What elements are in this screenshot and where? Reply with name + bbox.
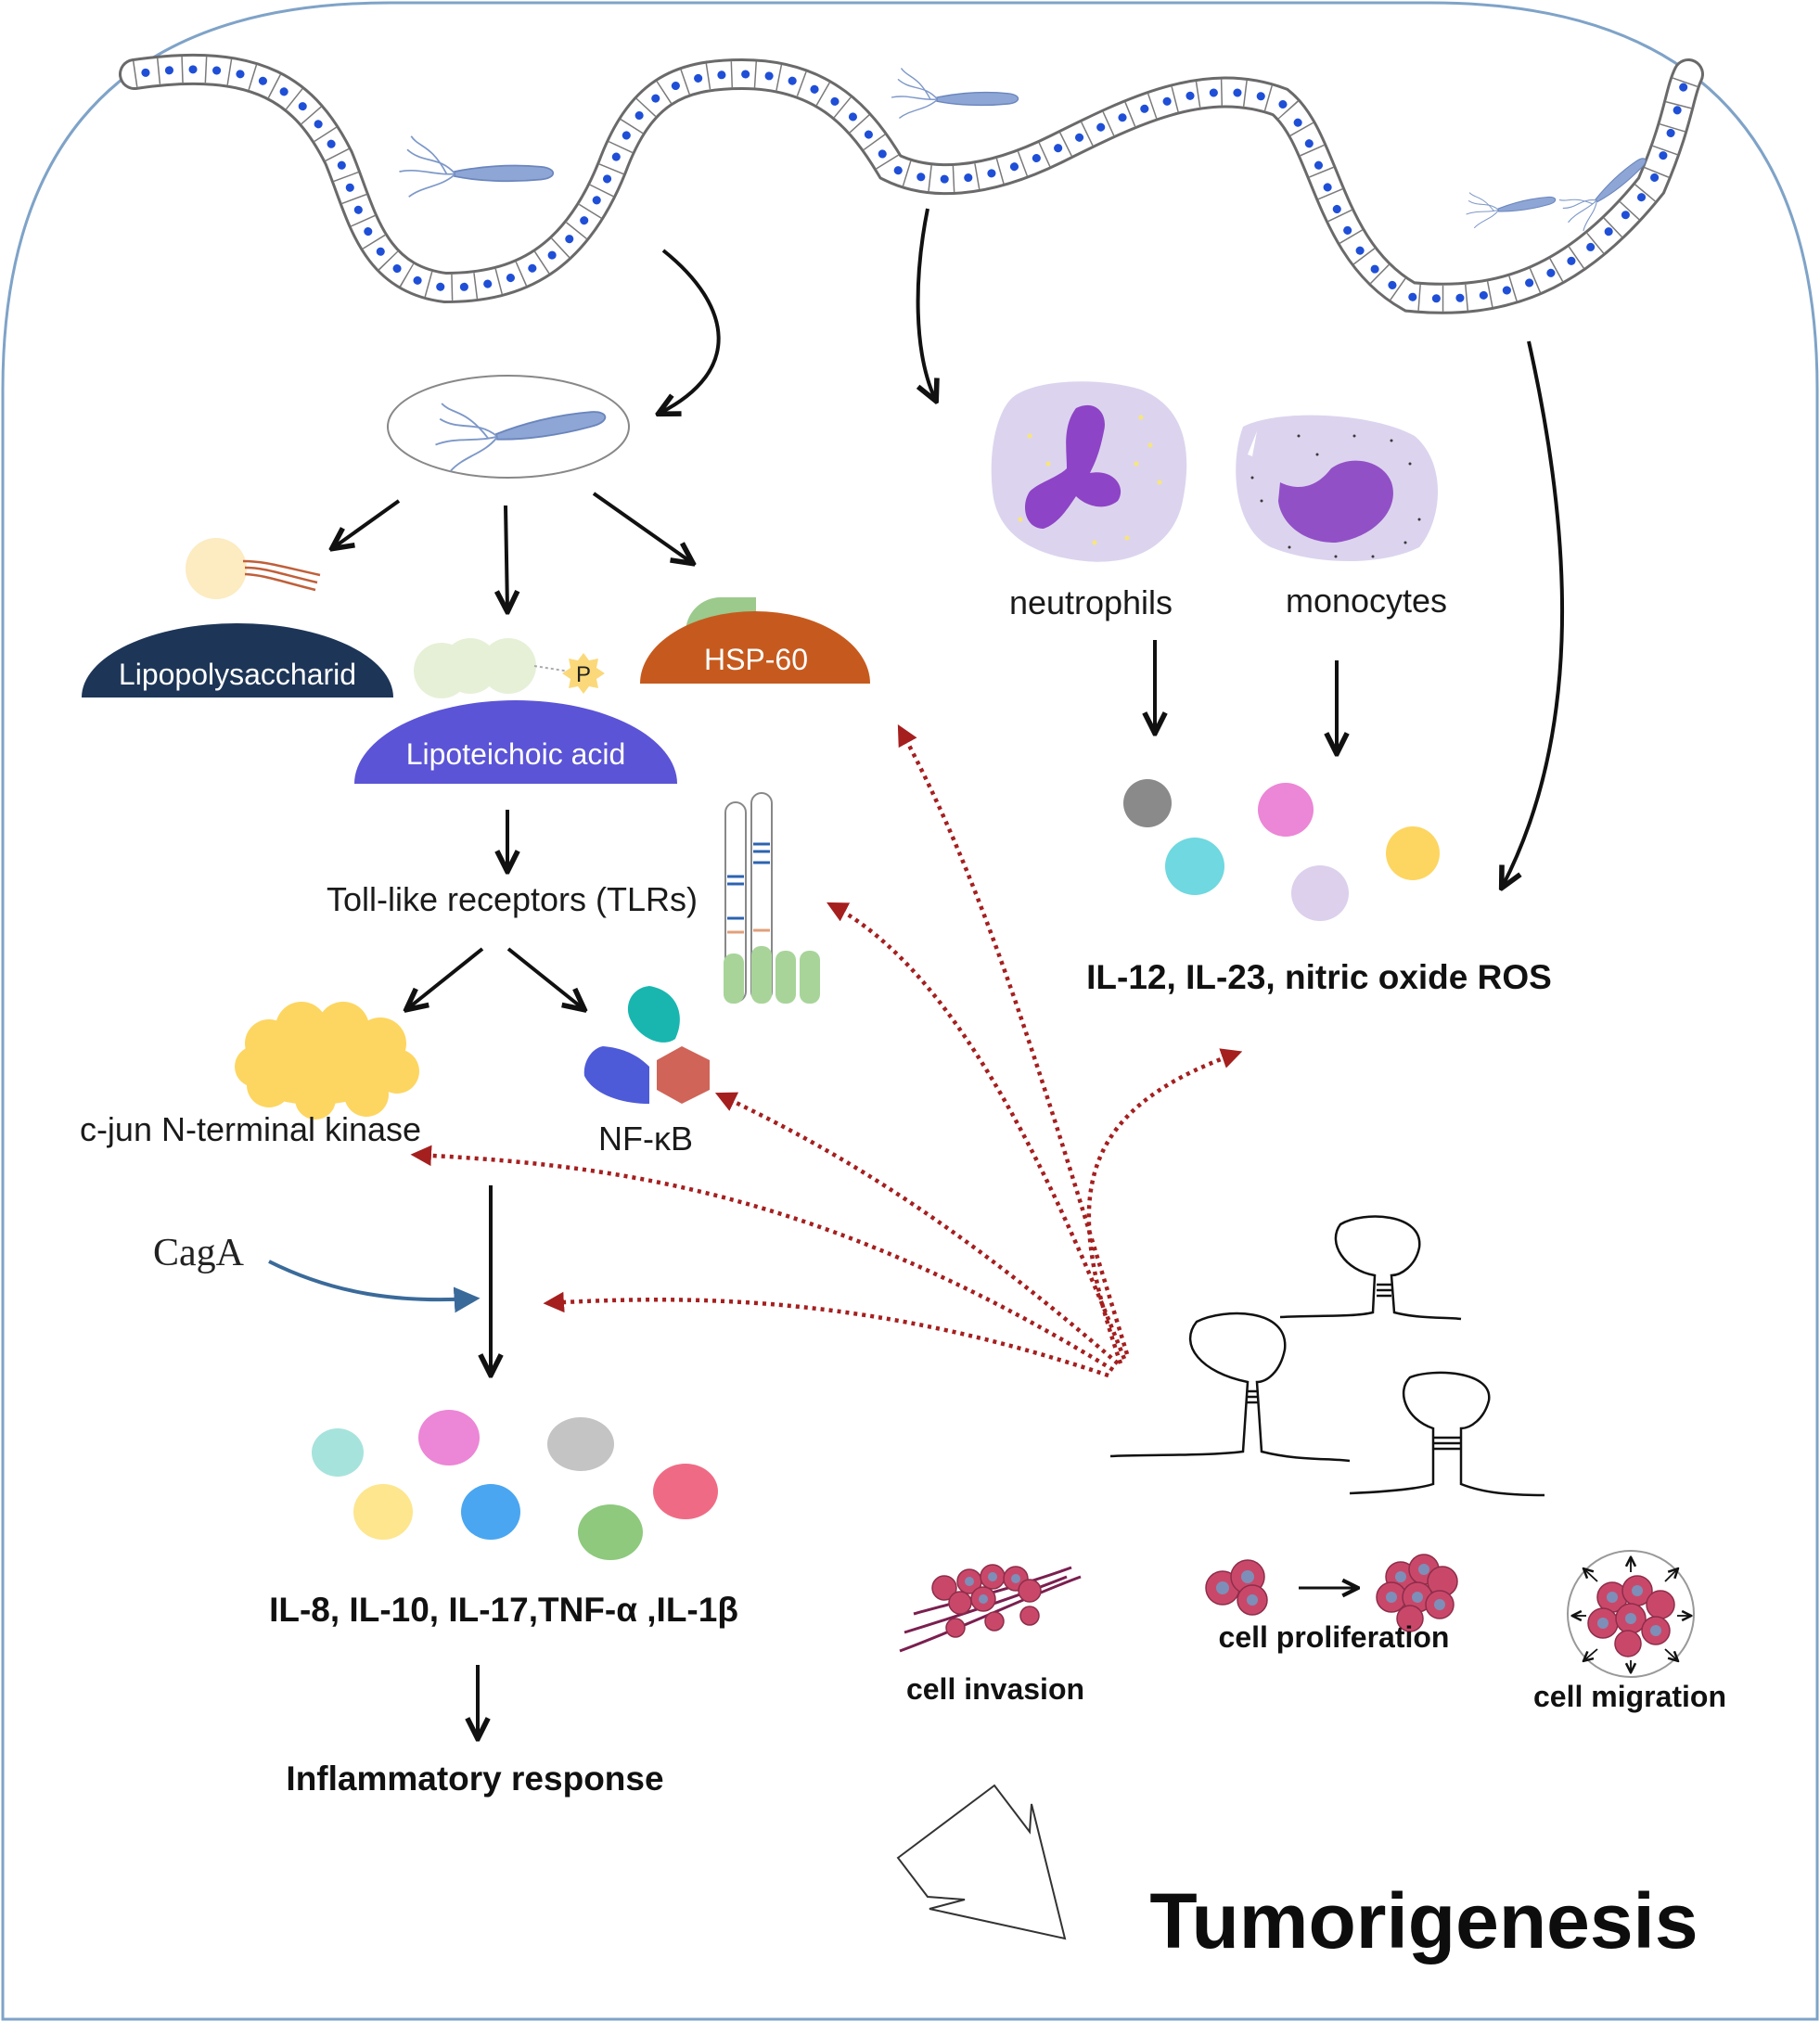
il-group-2-label: IL-8, IL-10, IL-17,TNF-α ,IL-1β: [269, 1591, 738, 1629]
arrow-to-bacterium-ellipse: [660, 249, 721, 413]
lta-label: Lipoteichoic acid: [406, 737, 626, 771]
tlrs-label: Toll-like receptors (TLRs): [327, 880, 698, 918]
regulation-arrows: [410, 724, 1243, 1378]
bacterium-icon: [891, 67, 1019, 120]
mirna-hairpin-icon: [1279, 1215, 1462, 1321]
phosphate-label: P: [576, 662, 591, 687]
bacterium-ellipse: [387, 375, 630, 479]
caga-arrow: [268, 1260, 481, 1313]
inflammatory-label: Inflammatory response: [286, 1760, 663, 1798]
tlr-receptor-icon: [724, 792, 820, 1004]
arrow-to-il12-group: [1503, 340, 1565, 886]
arrow-to-lta: [506, 505, 507, 609]
il-group-1-label: IL-12, IL-23, nitric oxide ROS: [1086, 958, 1552, 996]
cell-migration-label: cell migration: [1533, 1680, 1726, 1713]
lps-pill: [82, 623, 393, 697]
cell-proliferation-label: cell proliferation: [1219, 1620, 1450, 1654]
nfkb-complex-icon: [583, 986, 710, 1104]
epithelium-layer: [119, 53, 1704, 314]
mirna-hairpin-icon: [1109, 1312, 1351, 1463]
cell-invasion-icon: [899, 1564, 1082, 1653]
hsp60-pill: [640, 611, 870, 684]
neutrophil-icon: [991, 381, 1187, 562]
nfkb-label: NF-κB: [598, 1120, 693, 1158]
jnk-cloud-icon: [235, 1002, 419, 1120]
cell-invasion-label: cell invasion: [906, 1672, 1084, 1706]
lta-pill: [354, 700, 677, 784]
arrow-to-nfkb: [506, 947, 583, 1008]
neutrophils-label: neutrophils: [1009, 583, 1173, 621]
tumorigenesis-label: Tumorigenesis: [1149, 1877, 1698, 1964]
lps-molecule-icon: [186, 538, 321, 599]
arrow-to-lps: [334, 499, 401, 547]
cell-migration-icon: [1567, 1550, 1695, 1678]
arrow-to-hsp: [592, 492, 691, 562]
bacterium-icon: [398, 134, 555, 198]
lps-label: Lipopolysaccharid: [119, 658, 356, 691]
monocyte-icon: [1236, 415, 1438, 561]
monocytes-label: monocytes: [1286, 582, 1447, 620]
arrow-to-jnk: [408, 947, 484, 1008]
hsp60-label: HSP-60: [704, 643, 808, 676]
cell-proliferation-icon: [1205, 1554, 1458, 1632]
cytokine-cluster-1: [1123, 779, 1440, 921]
jnk-label: c-jun N-terminal kinase: [80, 1110, 421, 1148]
caga-label: CagA: [153, 1232, 245, 1274]
mirna-hairpin-icon: [1349, 1371, 1545, 1497]
tumorigenesis-arrow: [896, 1784, 1067, 1940]
arrow-to-immune-cells: [916, 208, 935, 399]
cytokine-cluster-2: [312, 1410, 718, 1560]
bacterium-icon: [1462, 177, 1558, 230]
lta-molecule-icon: [414, 638, 605, 698]
